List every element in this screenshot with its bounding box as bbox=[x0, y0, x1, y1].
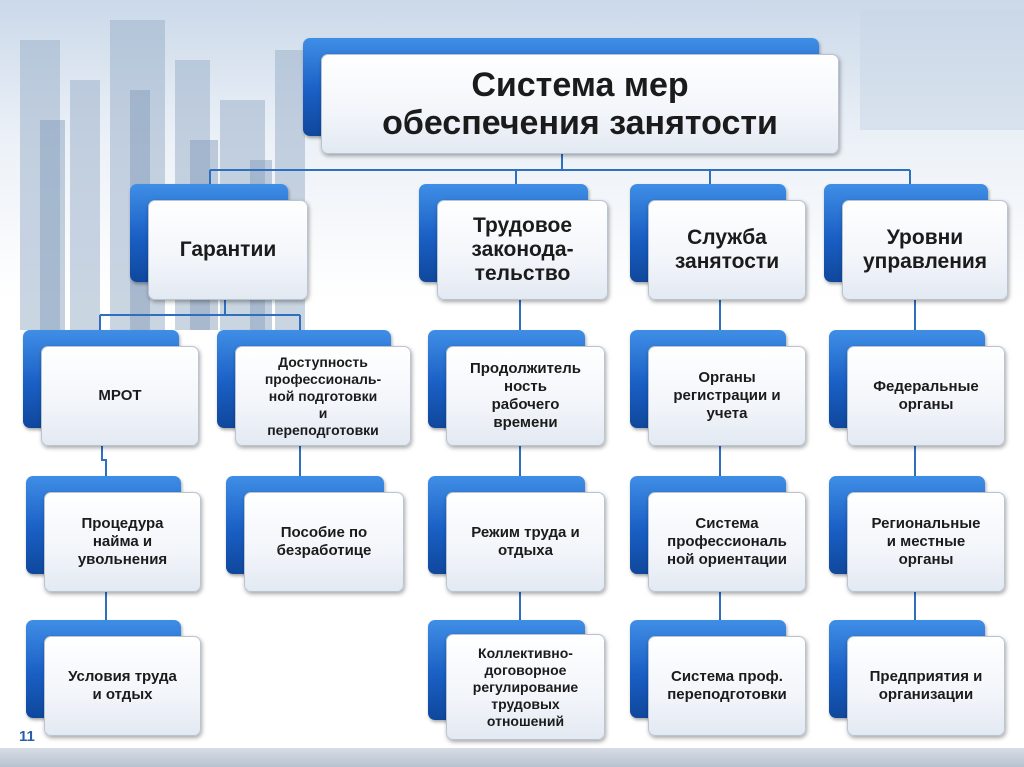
node-mrot-label: МРОТ bbox=[41, 346, 199, 446]
node-hiring-procedure: Процедура найма и увольнения bbox=[26, 476, 201, 594]
header-guarantees: Гарантии bbox=[130, 184, 308, 302]
node-work-duration-label: Продолжитель ность рабочего времени bbox=[446, 346, 605, 446]
node-work-rest-regime-label: Режим труда и отдыха bbox=[446, 492, 605, 592]
node-career-guidance: Система профессиональ ной ориентации bbox=[630, 476, 806, 594]
node-registration-bodies-label: Органы регистрации и учета bbox=[648, 346, 806, 446]
header-guarantees-label: Гарантии bbox=[148, 200, 308, 300]
node-mrot: МРОТ bbox=[23, 330, 199, 448]
node-access-training: Доступность профессиональ- ной подготовк… bbox=[217, 330, 411, 448]
node-unemployment-benefit-label: Пособие по безработице bbox=[244, 492, 404, 592]
node-access-training-label: Доступность профессиональ- ной подготовк… bbox=[235, 346, 411, 446]
node-work-conditions: Условия труда и отдых bbox=[26, 620, 201, 738]
node-work-rest-regime: Режим труда и отдыха bbox=[428, 476, 605, 594]
node-retraining-system: Система проф. переподготовки bbox=[630, 620, 806, 738]
node-federal-bodies-label: Федеральные органы bbox=[847, 346, 1005, 446]
node-hiring-procedure-label: Процедура найма и увольнения bbox=[44, 492, 201, 592]
header-labor-law: Трудовое законода- тельство bbox=[419, 184, 608, 302]
node-collective-regulation-label: Коллективно- договорное регулирование тр… bbox=[446, 634, 605, 740]
node-unemployment-benefit: Пособие по безработице bbox=[226, 476, 404, 594]
header-management-levels: Уровни управления bbox=[824, 184, 1008, 302]
root-node: Система мер обеспечения занятости bbox=[303, 38, 839, 156]
node-federal-bodies: Федеральные органы bbox=[829, 330, 1005, 448]
header-management-levels-label: Уровни управления bbox=[842, 200, 1008, 300]
root-title: Система мер обеспечения занятости bbox=[321, 54, 839, 154]
node-enterprises: Предприятия и организации bbox=[829, 620, 1005, 738]
header-employment-service: Служба занятости bbox=[630, 184, 806, 302]
header-employment-service-label: Служба занятости bbox=[648, 200, 806, 300]
bottom-strip bbox=[0, 748, 1024, 767]
node-regional-bodies-label: Региональные и местные органы bbox=[847, 492, 1005, 592]
node-registration-bodies: Органы регистрации и учета bbox=[630, 330, 806, 448]
node-work-duration: Продолжитель ность рабочего времени bbox=[428, 330, 605, 448]
node-career-guidance-label: Система профессиональ ной ориентации bbox=[648, 492, 806, 592]
node-collective-regulation: Коллективно- договорное регулирование тр… bbox=[428, 620, 605, 740]
node-enterprises-label: Предприятия и организации bbox=[847, 636, 1005, 736]
slide-number: 11 bbox=[19, 728, 35, 745]
node-work-conditions-label: Условия труда и отдых bbox=[44, 636, 201, 736]
node-retraining-system-label: Система проф. переподготовки bbox=[648, 636, 806, 736]
node-regional-bodies: Региональные и местные органы bbox=[829, 476, 1005, 594]
header-labor-law-label: Трудовое законода- тельство bbox=[437, 200, 608, 300]
